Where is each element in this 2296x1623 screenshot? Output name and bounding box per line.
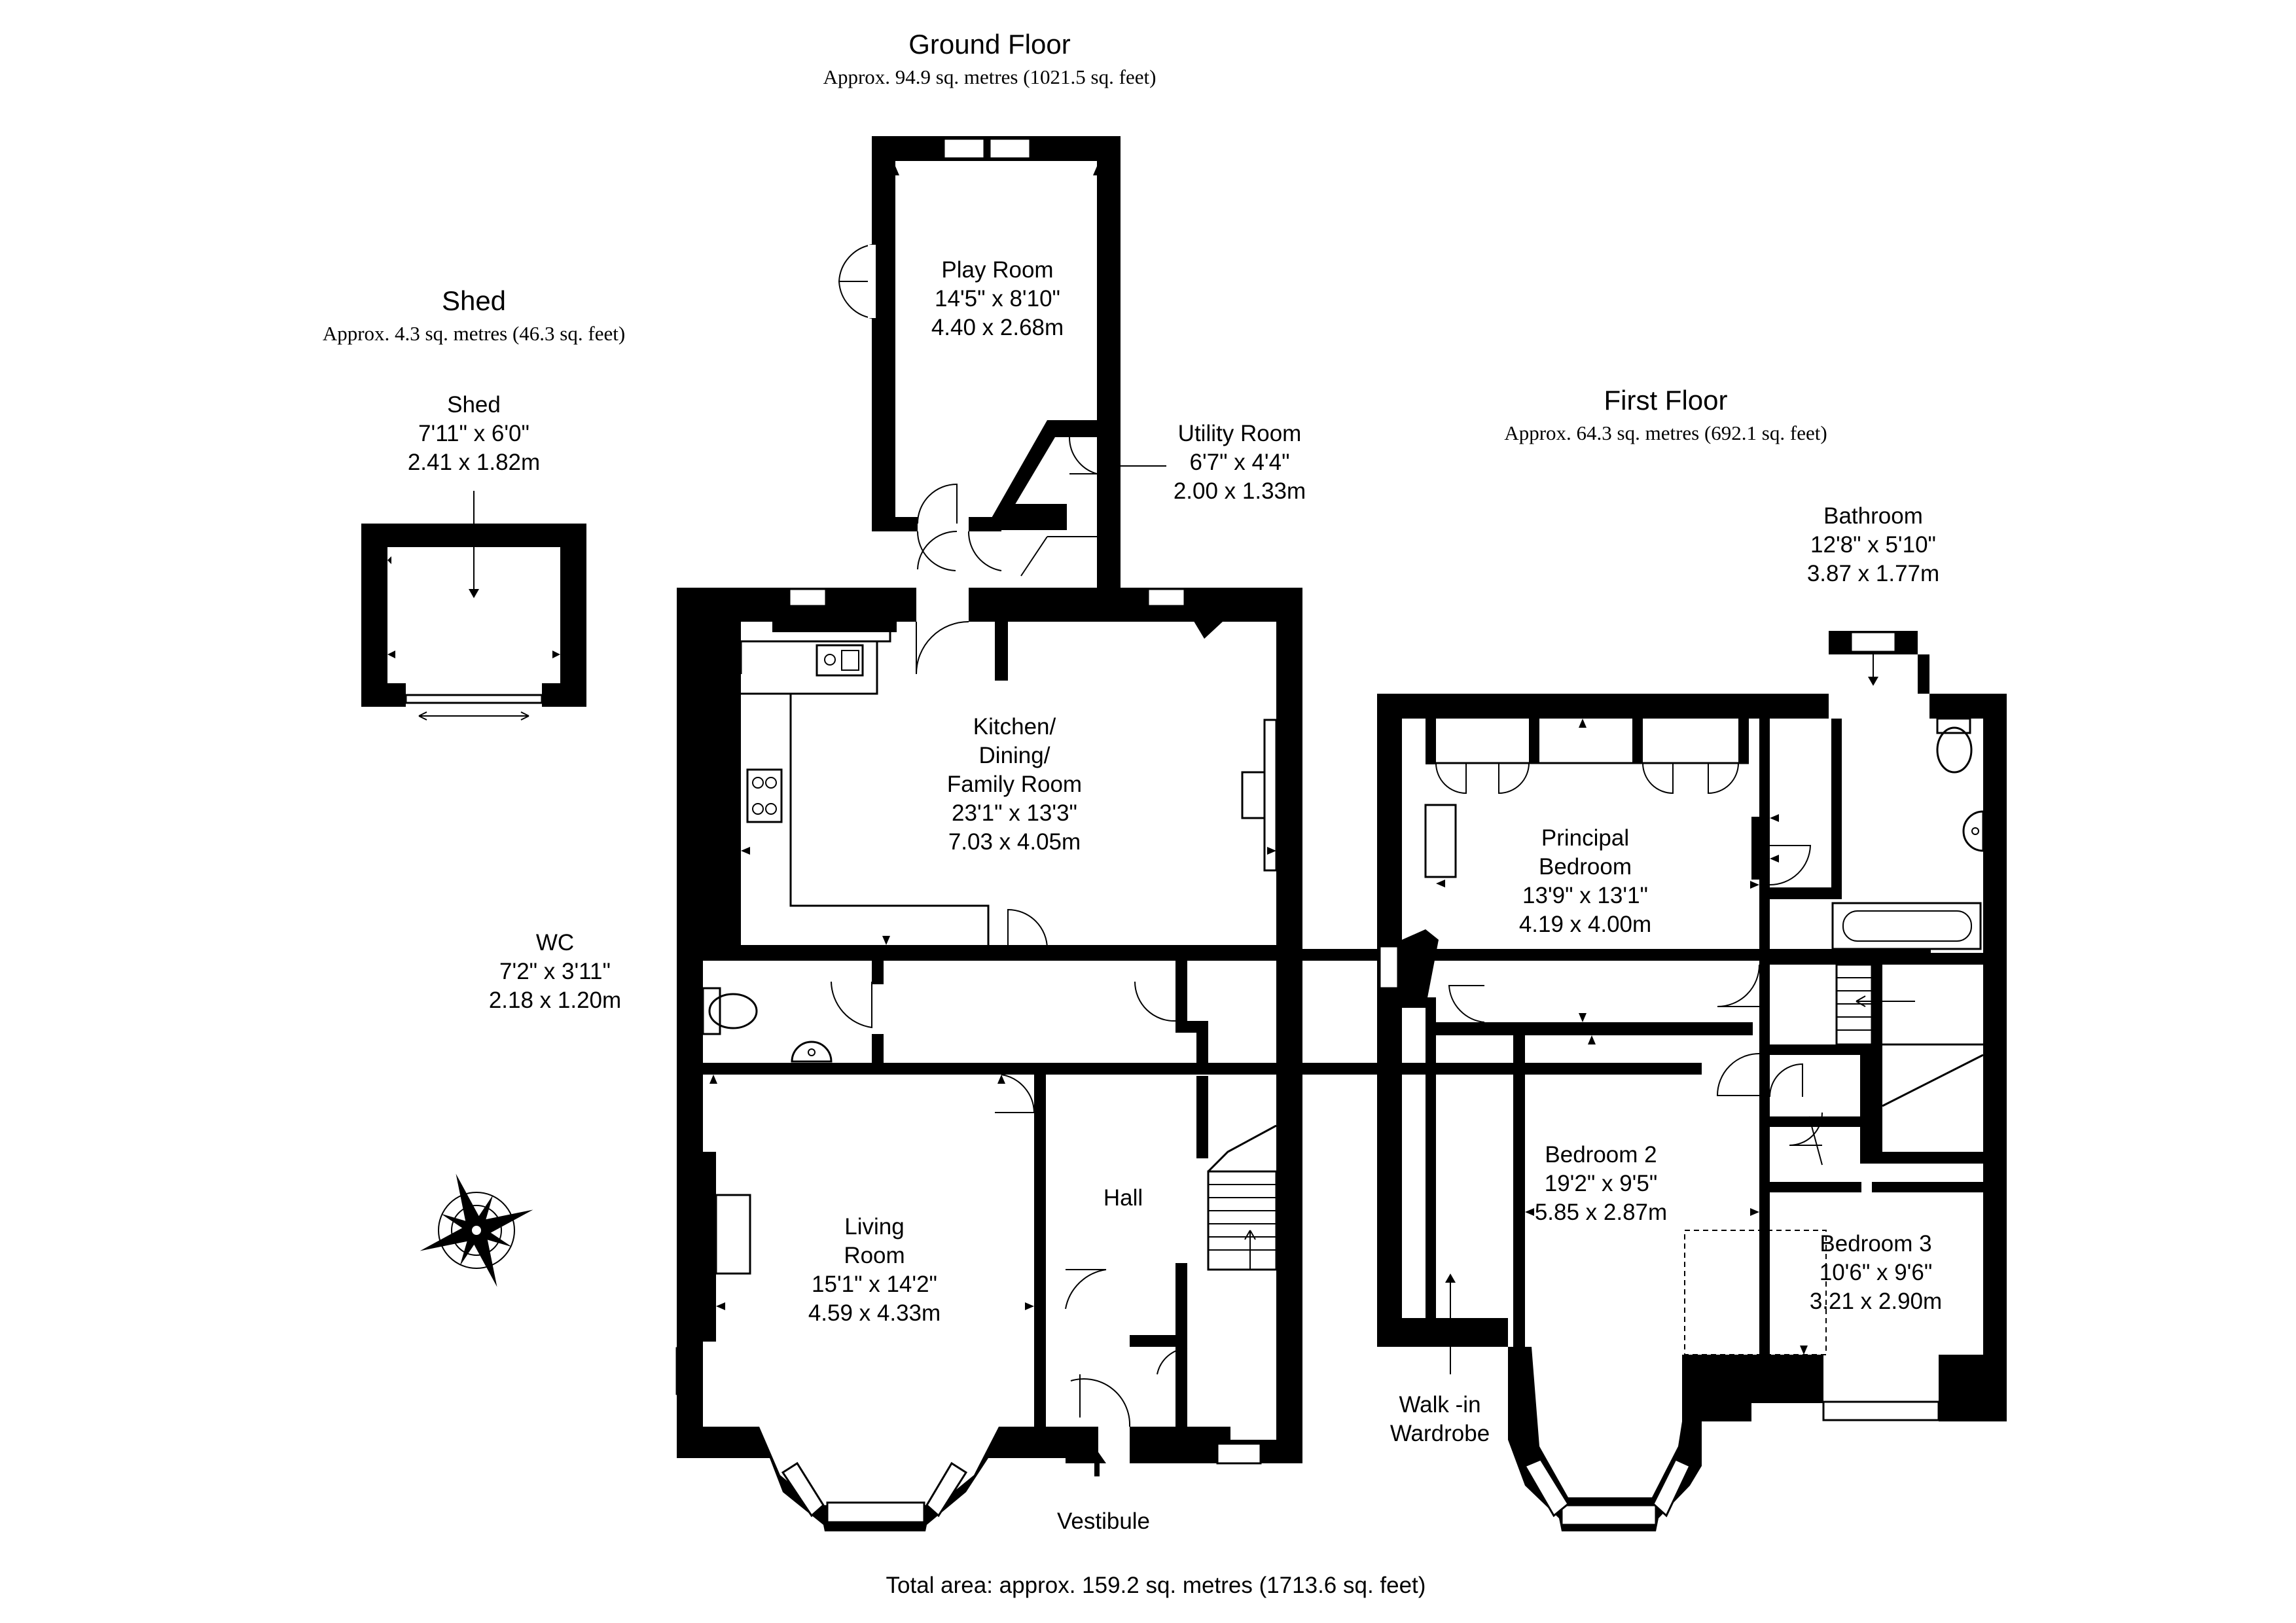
shed-metric: 2.41 x 1.82m (408, 450, 540, 475)
kitchen-label: Kitchen/ Dining/ Family Room 23'1" x 13'… (947, 714, 1082, 855)
shed-plan (361, 491, 586, 721)
bedroom-2-name: Bedroom 2 (1545, 1142, 1657, 1168)
ground-floor-plan (675, 136, 1931, 1531)
compass-rose-icon (420, 1173, 533, 1287)
ground-floor-heading: Ground Floor Approx. 94.9 sq. metres (10… (823, 29, 1157, 88)
kitchen-name-line-3: Family Room (947, 772, 1082, 797)
wc-name: WC (536, 930, 574, 955)
bathroom-label: Bathroom 12'8" x 5'10" 3.87 x 1.77m (1807, 503, 1939, 586)
principal-bedroom-imperial: 13'9" x 13'1" (1522, 883, 1648, 908)
shed-title: Shed (442, 285, 506, 316)
vestibule-name: Vestibule (1057, 1508, 1150, 1534)
bath-icon (1831, 902, 1982, 950)
principal-bedroom-metric: 4.19 x 4.00m (1519, 912, 1651, 937)
living-room-name-line-1: Living (844, 1214, 904, 1240)
utility-room-imperial: 6'7" x 4'4" (1189, 450, 1289, 475)
living-room-metric: 4.59 x 4.33m (808, 1300, 941, 1326)
walk-in-wardrobe-line-2: Wardrobe (1390, 1421, 1490, 1446)
kitchen-name-line-1: Kitchen/ (973, 714, 1056, 740)
toilet-icon (1936, 717, 1973, 774)
bedroom-2-label: Bedroom 2 19'2" x 9'5" 5.85 x 2.87m (1535, 1142, 1667, 1225)
first-floor-title: First Floor (1604, 385, 1728, 416)
utility-room-metric: 2.00 x 1.33m (1174, 478, 1306, 504)
first-floor-heading: First Floor Approx. 64.3 sq. metres (692… (1504, 385, 1827, 444)
play-room-metric: 4.40 x 2.68m (931, 315, 1064, 340)
bedroom-3-metric: 3.21 x 2.90m (1810, 1289, 1942, 1314)
principal-bedroom-label: Principal Bedroom 13'9" x 13'1" 4.19 x 4… (1519, 825, 1651, 937)
first-floor-plan (1377, 631, 2007, 1531)
bathroom-name: Bathroom (1823, 503, 1923, 529)
living-room-imperial: 15'1" x 14'2" (812, 1272, 937, 1297)
play-room-imperial: 14'5" x 8'10" (935, 286, 1060, 312)
shed-heading: Shed Approx. 4.3 sq. metres (46.3 sq. fe… (323, 285, 625, 345)
shed-label: Shed 7'11" x 6'0" 2.41 x 1.82m (408, 392, 540, 475)
ground-floor-title: Ground Floor (908, 29, 1070, 60)
staircase (1207, 1124, 1278, 1271)
bedroom-3-label: Bedroom 3 10'6" x 9'6" 3.21 x 2.90m (1810, 1231, 1942, 1314)
walk-in-wardrobe-line-1: Walk -in (1399, 1392, 1480, 1418)
wc-imperial: 7'2" x 3'11" (499, 959, 611, 984)
principal-bedroom-name-line-2: Bedroom (1539, 854, 1632, 880)
wc-label: WC 7'2" x 3'11" 2.18 x 1.20m (489, 930, 621, 1013)
wc-metric: 2.18 x 1.20m (489, 988, 621, 1013)
play-room-label: Play Room 14'5" x 8'10" 4.40 x 2.68m (931, 257, 1064, 340)
bedroom-3-name: Bedroom 3 (1820, 1231, 1931, 1257)
shed-imperial: 7'11" x 6'0" (418, 421, 529, 446)
basin-icon (791, 1041, 833, 1063)
bedroom-3-imperial: 10'6" x 9'6" (1820, 1260, 1933, 1285)
bedroom-2-imperial: 19'2" x 9'5" (1545, 1171, 1658, 1196)
kitchen-metric: 7.03 x 4.05m (948, 829, 1081, 855)
bedroom-2-metric: 5.85 x 2.87m (1535, 1200, 1667, 1225)
bathroom-imperial: 12'8" x 5'10" (1810, 532, 1936, 558)
play-room-name: Play Room (941, 257, 1053, 283)
sink-icon (816, 644, 864, 677)
kitchen-name-line-2: Dining/ (979, 743, 1050, 768)
entrance-arrow-icon (1088, 1450, 1106, 1476)
first-floor-stairs (1835, 963, 1984, 1107)
bathroom-metric: 3.87 x 1.77m (1807, 561, 1939, 586)
principal-bedroom-name-line-1: Principal (1541, 825, 1629, 851)
utility-room-label: Utility Room 6'7" x 4'4" 2.00 x 1.33m (1109, 421, 1306, 504)
hob-icon (746, 768, 783, 823)
total-area: Total area: approx. 159.2 sq. metres (17… (886, 1573, 1426, 1598)
walk-in-wardrobe-label: Walk -in Wardrobe (1390, 1392, 1490, 1446)
basin-icon (1962, 810, 1984, 852)
shed-area: Approx. 4.3 sq. metres (46.3 sq. feet) (323, 322, 625, 345)
ground-floor-area: Approx. 94.9 sq. metres (1021.5 sq. feet… (823, 65, 1157, 88)
living-room-name-line-2: Room (844, 1243, 905, 1268)
living-room-label: Living Room 15'1" x 14'2" 4.59 x 4.33m (808, 1214, 941, 1326)
hall-name: Hall (1103, 1185, 1143, 1211)
toilet-icon (702, 987, 758, 1035)
shed-name: Shed (447, 392, 501, 418)
utility-room-name: Utility Room (1178, 421, 1302, 446)
kitchen-imperial: 23'1" x 13'3" (952, 800, 1077, 826)
first-floor-area: Approx. 64.3 sq. metres (692.1 sq. feet) (1504, 421, 1827, 444)
